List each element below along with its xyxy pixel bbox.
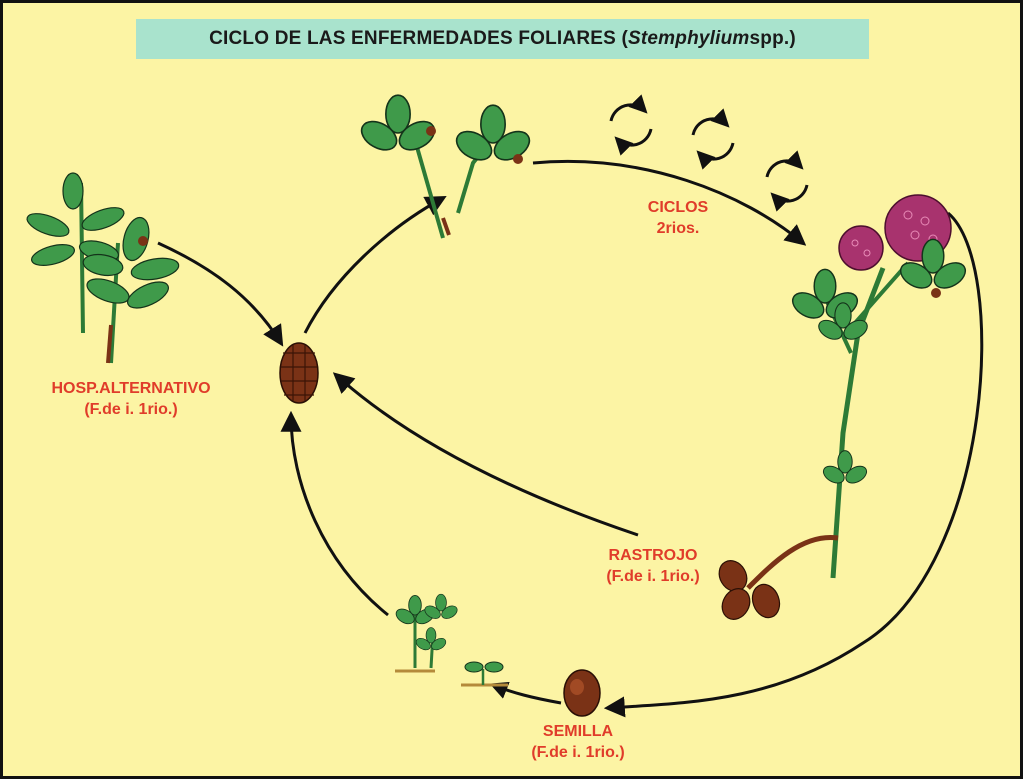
alternate-host-plant-icon xyxy=(24,173,180,363)
label-stubble-line1: RASTROJO xyxy=(573,546,733,567)
label-seed: SEMILLA (F.de i. 1rio.) xyxy=(498,722,658,764)
label-secondary-cycles-line2: 2rios. xyxy=(618,219,738,240)
label-secondary-cycles-line1: CICLOS xyxy=(618,198,738,219)
label-stubble: RASTROJO (F.de i. 1rio.) xyxy=(573,546,733,588)
label-secondary-cycles: CICLOS 2rios. xyxy=(618,198,738,240)
cycle-arrow-icon xyxy=(611,105,651,145)
arrow-host-to-pseudothecium xyxy=(158,243,281,343)
clover-leaves-icon xyxy=(357,95,535,238)
label-seed-line1: SEMILLA xyxy=(498,722,658,743)
flowering-clover-icon xyxy=(788,195,969,578)
label-seed-line2: (F.de i. 1rio.) xyxy=(498,743,658,764)
pseudothecium-icon xyxy=(280,343,318,403)
arrow-seed-to-seedlings xyxy=(493,685,561,703)
cycle-arrow-icon xyxy=(693,119,733,159)
label-alternate-host-line2: (F.de i. 1rio.) xyxy=(21,400,241,421)
arrow-stubble-to-pseudothecium xyxy=(336,375,638,535)
seed-icon xyxy=(564,670,600,716)
label-alternate-host-line1: HOSP.ALTERNATIVO xyxy=(21,379,241,400)
secondary-cycle-arrows xyxy=(611,105,807,201)
seedlings-icon xyxy=(394,594,508,685)
label-alternate-host: HOSP.ALTERNATIVO (F.de i. 1rio.) xyxy=(21,379,241,421)
label-stubble-line2: (F.de i. 1rio.) xyxy=(573,567,733,588)
arrow-pseudothecium-to-leaves xyxy=(305,198,443,333)
arrow-seedlings-to-pseudothecium xyxy=(291,415,388,615)
cycle-arrow-icon xyxy=(767,161,807,201)
